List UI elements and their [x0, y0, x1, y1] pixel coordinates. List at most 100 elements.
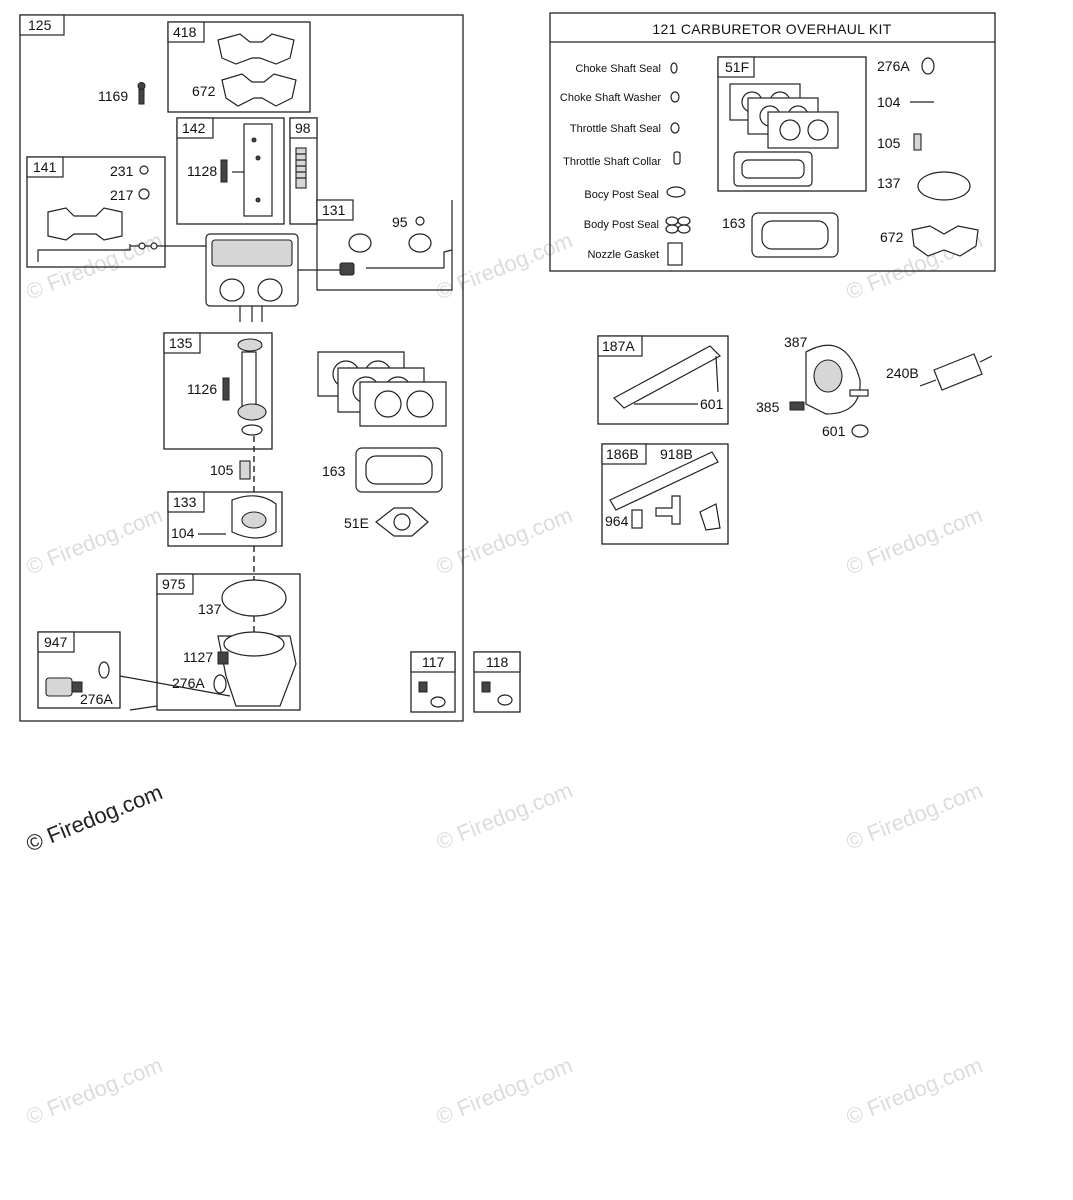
subassembly-947: 947 276A	[37, 631, 121, 709]
gasket-shape	[217, 33, 295, 65]
bowl-inner	[241, 511, 267, 529]
part-number: 95	[392, 214, 408, 230]
filter-nipple	[919, 379, 937, 387]
part-number: 964	[605, 513, 629, 529]
part-number: 163	[722, 215, 746, 231]
screw-head-icon	[137, 82, 146, 90]
washer-icon	[921, 57, 935, 75]
tag-label: 141	[33, 159, 57, 175]
needle-icon	[239, 460, 251, 480]
tag-box	[410, 651, 456, 673]
tag-box	[473, 651, 521, 673]
watermark-text: © Firedog.com	[23, 227, 166, 304]
part-number: 104	[877, 94, 901, 110]
float-shape	[237, 403, 267, 421]
gasket-hole	[807, 119, 829, 141]
subassembly-187a-frame	[597, 335, 729, 425]
gasket-hole	[374, 390, 402, 418]
watermark-text: © Firedog.com	[433, 777, 576, 854]
subassembly-947-frame	[37, 631, 121, 709]
assembly-frame	[19, 14, 464, 722]
tag-label: 187A	[602, 338, 635, 354]
watermark-text: © Firedog.com	[843, 777, 986, 854]
shaft-end	[443, 249, 453, 268]
watermark-text: © Firedog.com	[23, 502, 166, 579]
fuel-filter: 240B	[886, 353, 993, 391]
washer-icon	[98, 661, 110, 679]
subassembly-418-frame	[167, 21, 311, 113]
seal-icon	[670, 122, 680, 134]
seal-icon	[665, 224, 679, 234]
tag-box	[316, 199, 354, 221]
tag-box	[156, 573, 194, 595]
assembly-125: 125 418 672 1169 142 1128 98 141 231	[19, 14, 464, 722]
seal-icon	[666, 186, 686, 198]
fuel-filter-body	[933, 353, 983, 391]
leader-line	[119, 675, 231, 697]
kit-item-label: Nozzle Gasket	[587, 249, 659, 261]
part-number: 387	[784, 334, 808, 350]
subassembly-51f-frame	[717, 56, 867, 192]
watermark-text: © Firedog.com	[433, 502, 576, 579]
valve-plate-shape	[408, 233, 432, 253]
kit-item-label: Throttle Shaft Seal	[570, 123, 661, 135]
tag-box	[37, 631, 75, 653]
tag-label: 131	[322, 202, 346, 218]
washer-icon	[150, 242, 158, 250]
bore-shape	[257, 278, 283, 302]
fitting-shape	[699, 503, 721, 531]
part-number: 231	[110, 163, 134, 179]
part-number: 51E	[344, 515, 369, 531]
tag-label: 133	[173, 494, 197, 510]
watermark-text: © Firedog.com	[433, 227, 576, 304]
tag-box	[289, 117, 318, 139]
tag-box	[597, 335, 643, 357]
float-top-shape	[237, 338, 263, 352]
hose-plug-icon	[631, 509, 643, 529]
fuel-pump-diaphragm	[813, 359, 843, 393]
part-number: 104	[171, 525, 195, 541]
washer-icon	[497, 694, 513, 706]
tag-label: 118	[486, 654, 509, 670]
gasket-hole	[393, 513, 411, 531]
screw-icon	[481, 681, 491, 693]
tag-label: 98	[295, 120, 311, 136]
valve-plate-shape	[348, 233, 372, 253]
part-number: 276A	[80, 691, 113, 707]
tag-label: 135	[169, 335, 193, 351]
seal-icon	[665, 216, 679, 226]
tag-label: 117	[422, 654, 445, 670]
kit-item-label: Bocy Post Seal	[584, 189, 659, 201]
tag-label: 947	[44, 634, 68, 650]
seal-icon	[670, 62, 678, 74]
o-ring-shape	[917, 171, 971, 201]
tag-label: 418	[173, 24, 197, 40]
gasket-163-inner	[761, 220, 829, 250]
tag-box	[163, 332, 201, 354]
needle-icon	[913, 133, 922, 151]
tag-box	[176, 117, 214, 139]
overhaul-kit-121: 121 CARBURETOR OVERHAUL KIT Choke Shaft …	[549, 12, 996, 272]
tag-label: 975	[162, 576, 186, 592]
fuel-pump: 387 385 601	[756, 334, 869, 439]
subassembly-186b-frame	[601, 443, 729, 545]
part-number: 1127	[183, 649, 213, 665]
gasket-163-inner	[365, 455, 433, 485]
tag-box	[167, 491, 205, 513]
watermark-text: © Firedog.com	[433, 1052, 576, 1129]
o-ring-shape	[221, 579, 287, 617]
subassembly-187a: 187A 601	[597, 335, 729, 425]
bore-shape	[219, 278, 245, 302]
washer-icon	[670, 91, 680, 103]
clip-icon	[415, 216, 425, 226]
tag-label: 186B	[606, 446, 639, 462]
subassembly-142-frame	[176, 117, 285, 225]
subassembly-133-frame	[167, 491, 283, 547]
part-number: 672	[880, 229, 904, 245]
part-number: 105	[210, 462, 234, 478]
hole-icon	[255, 197, 261, 203]
gasket-icon	[667, 242, 683, 266]
collar-icon	[339, 262, 355, 276]
clip-icon	[139, 165, 149, 175]
